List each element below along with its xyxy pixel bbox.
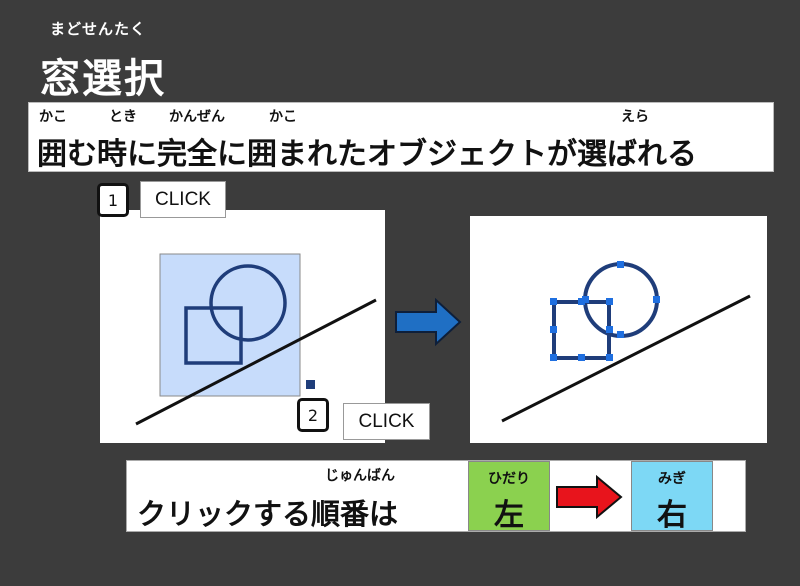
- ruby-kako: かこ: [39, 109, 67, 125]
- diagonal-line: [135, 298, 377, 426]
- after-selection-panel: [470, 216, 767, 443]
- order-furigana: じゅんばん: [325, 468, 395, 484]
- right-label: 右: [657, 498, 687, 533]
- step-1-click-label: CLICK: [140, 181, 226, 218]
- diagonal-line: [501, 294, 751, 423]
- banner-text: 囲む時に完全に囲まれたオブジェクトが選ばれる: [37, 137, 697, 172]
- before-selection-panel: [100, 210, 385, 443]
- ruby-kanzen: かんぜん: [169, 109, 225, 125]
- before-selection-drawing: [135, 253, 377, 426]
- square-shape: [184, 306, 243, 365]
- ruby-toki: とき: [109, 109, 137, 125]
- step-2-badge: 2: [297, 398, 329, 432]
- left-furigana: ひだり: [488, 471, 530, 487]
- cursor-point-icon: [306, 380, 315, 389]
- left-direction-box: ひだり 左: [468, 461, 550, 533]
- order-text: クリックする順番は: [137, 497, 399, 531]
- circle-shape: [209, 264, 287, 342]
- step-1-badge: 1: [97, 183, 129, 217]
- after-selection-drawing: [501, 261, 751, 423]
- right-furigana: みぎ: [658, 471, 686, 487]
- left-label: 左: [494, 498, 524, 533]
- ruby-era: えら: [621, 109, 649, 125]
- description-banner: かこ とき かんぜん かこ えら 囲む時に完全に囲まれたオブジェクトが選ばれる: [28, 102, 774, 172]
- ruby-kako-2: かこ: [269, 109, 297, 125]
- result-arrow-icon: [395, 298, 462, 347]
- click-order-bar: じゅんばん クリックする順番は ひだり 左 みぎ 右: [126, 460, 746, 533]
- right-direction-box: みぎ 右: [631, 461, 713, 533]
- order-arrow-icon: [556, 475, 623, 519]
- title-furigana: まどせんたく: [50, 20, 147, 38]
- page-title: 窓選択: [40, 56, 166, 102]
- selection-handles: [550, 261, 660, 361]
- step-2-click-label: CLICK: [343, 403, 430, 440]
